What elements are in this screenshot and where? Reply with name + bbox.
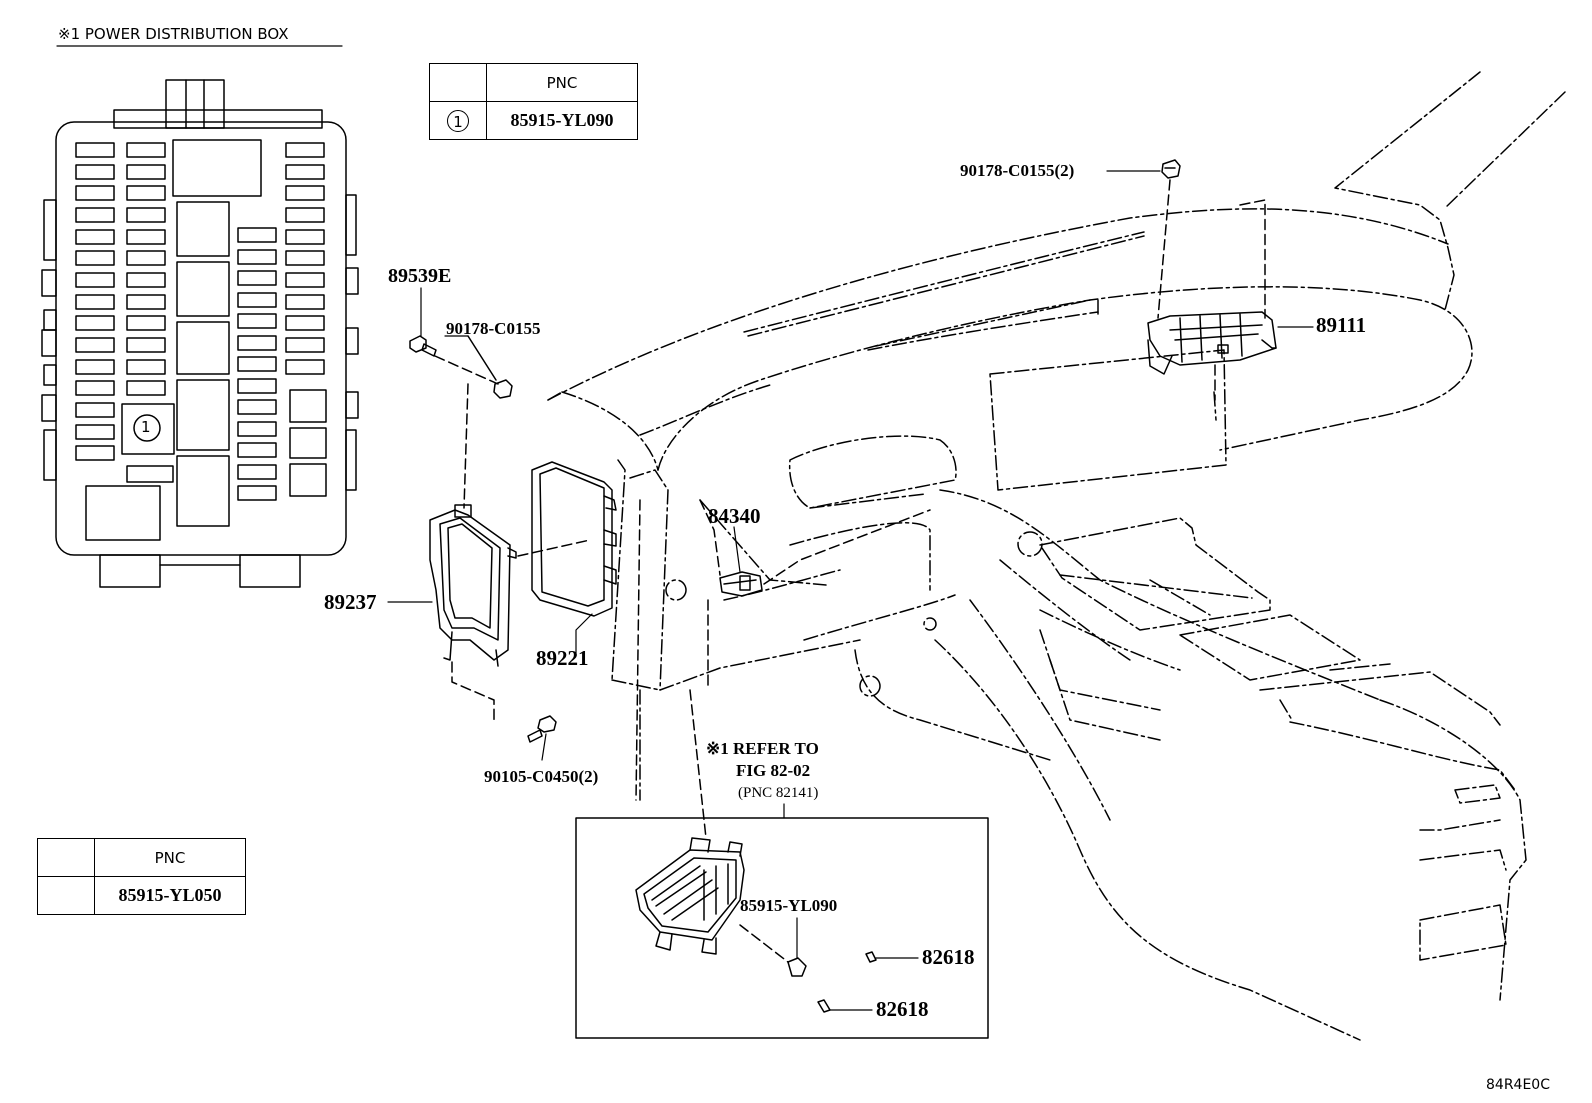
- part-89237-bracket: [429, 504, 517, 667]
- page-title: ※1 POWER DISTRIBUTION BOX: [58, 25, 289, 43]
- pnc-table-2-header: PNC: [94, 838, 246, 877]
- part-89111-dashed-guides: [1157, 179, 1266, 401]
- label-90178-c0155: 90178-C0155: [446, 319, 541, 338]
- dashed-89539e-to-nut: [434, 355, 499, 385]
- part-85915-yl090-relay: [787, 917, 807, 977]
- part-89539e-bolt: [409, 287, 437, 357]
- part-89111-module: [1147, 311, 1277, 375]
- pnc-table-2-key-cell: [37, 876, 95, 915]
- label-89221: 89221: [536, 646, 589, 670]
- label-82618-a: 82618: [922, 945, 975, 969]
- dashed-to-85915: [739, 924, 789, 963]
- pnc-table-1-key-header: [429, 63, 487, 102]
- dashed-to-relay-block: [689, 689, 707, 839]
- pnc-table-2-value: 85915-YL050: [94, 876, 246, 915]
- label-82618-b: 82618: [876, 997, 929, 1021]
- part-90178-c0155-2-nut: [1106, 159, 1181, 179]
- figure-id: 84R4E0C: [1486, 1077, 1550, 1093]
- part-82618-a-fuse: [865, 951, 919, 963]
- label-84340: 84340: [708, 504, 761, 528]
- part-82618-b-fuse: [817, 999, 873, 1013]
- pnc-table-1-key: 1: [447, 109, 469, 132]
- leader-89221: [575, 613, 593, 657]
- pdb-fuse-column-1: [75, 142, 115, 461]
- reference-line-1: ※1 REFER TO: [706, 739, 819, 758]
- pdb-callout-circle: [133, 414, 161, 442]
- label-89237: 89237: [324, 590, 377, 614]
- pdb-callout-number: 1: [141, 418, 151, 436]
- part-82141-relay-block: [635, 837, 745, 955]
- pdb-fuse-column-3: [237, 227, 277, 501]
- label-90105-c0450-2: 90105-C0450(2): [484, 767, 599, 786]
- pnc-table-1-key-cell: 1: [429, 101, 487, 140]
- power-distribution-box: [41, 79, 359, 588]
- part-90178-c0155-nut: [444, 335, 513, 399]
- part-90105-c0450-2-bolt: [527, 715, 557, 761]
- pdb-top-tab: [165, 79, 225, 129]
- reference-box: [575, 817, 989, 1039]
- pnc-table-1-header: PNC: [486, 63, 638, 102]
- label-89539e: 89539E: [388, 265, 452, 287]
- dashboard-outline: [547, 71, 1566, 1041]
- pnc-table-2-key-header: [37, 838, 95, 877]
- part-89221-ecu: [531, 461, 617, 617]
- part-84340-switch: [719, 526, 763, 597]
- pdb-fuse-column-4: [285, 142, 327, 497]
- reference-line-3: (PNC 82141): [738, 785, 819, 801]
- pdb-fuse-column-2: [126, 142, 174, 483]
- dashed-bracket-guides: [451, 383, 641, 801]
- label-89111: 89111: [1316, 313, 1367, 337]
- pdb-callout-slot: [121, 403, 175, 455]
- dashed-84340-guides: [699, 499, 931, 691]
- pnc-table-1-value: 85915-YL090: [486, 101, 638, 140]
- reference-line-2: FIG 82-02: [736, 761, 811, 780]
- pnc-table-2: PNC 85915-YL050: [37, 838, 246, 915]
- pdb-relay-large: [172, 139, 262, 197]
- label-85915-yl090: 85915-YL090: [740, 896, 838, 915]
- pnc-table-1: PNC 1 85915-YL090: [429, 63, 638, 140]
- label-90178-c0155-2: 90178-C0155(2): [960, 161, 1075, 180]
